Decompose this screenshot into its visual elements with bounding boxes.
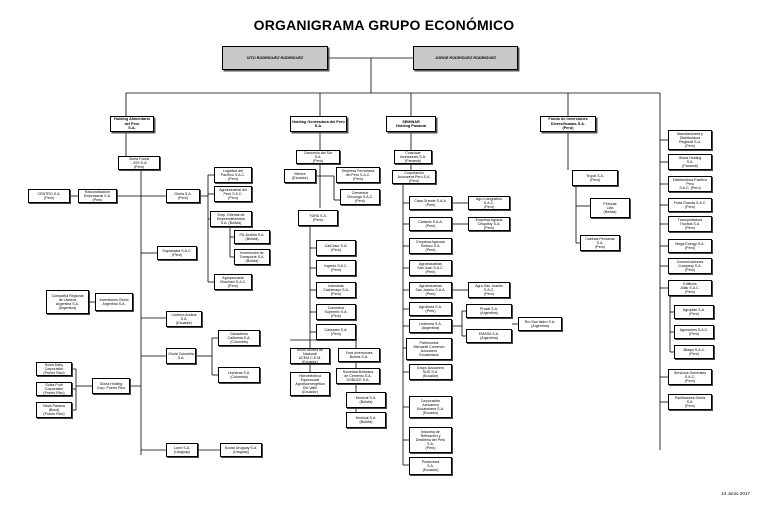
node-gloria-holding-pan: Gloria Holding S.A. (Panamá) xyxy=(668,154,712,170)
node-inv-gloria-arg: Inversiones Gloria Argentina S.A. xyxy=(95,293,133,311)
node-casa-grande: Casa Grande S.A.A. (Perú) xyxy=(409,196,452,210)
node-suprasalva: Suprasalva S.A.C. (Perú) xyxy=(157,246,197,260)
node-emp-oriental: Emp. Oriental de Emprendimientos S.A. (B… xyxy=(210,211,252,227)
node-pinturas: Pinturas Lida (Bolivia) xyxy=(590,198,630,218)
node-minera: Minera (Ecuador) xyxy=(284,169,316,183)
node-emp-agricola: Empresa Agrícola Sintuco S.A. (Perú) xyxy=(409,238,452,254)
node-empresa-agraria-chi: Empresa Agraria Chiquitoy S.A. (Perú) xyxy=(468,217,510,231)
node-corp-azucarera: Corporación Azucarera Perú S.A. (Perú) xyxy=(392,170,436,184)
node-neva-pastora: Neva Pastora (Boca) (Puerto Rico) xyxy=(36,402,72,418)
node-productora: Productora S.A. (Ecuador) xyxy=(409,457,452,475)
date-label: 14 Junio 2017 xyxy=(721,491,750,496)
node-grupo-azucarero: Grupo Azucarero SUD S.A. (Ecuador) xyxy=(409,364,452,380)
node-panificadora: Panificadora Gloria S.A. (Perú) xyxy=(668,394,712,410)
node-ganaderos: Ganaderos California S.A. (Colombia) xyxy=(218,330,260,346)
node-manufacturera: Manufacturera y Distribuidora Regional S… xyxy=(668,130,712,150)
node-transportadora: Transportadora Trocitos S.A. (Perú) xyxy=(668,216,712,232)
node-mega-energy: Mega Energy S.A. (Perú) xyxy=(668,239,712,253)
node-prosal: Prosal S.A. (Argentina) xyxy=(466,304,512,318)
node-consorcio-sur: Consorcio del Sur S.A. (Perú) xyxy=(296,150,340,164)
node-agropecuaria: Agropecuaria Chachani S.A.C. (Perú) xyxy=(214,274,252,290)
holding-panama: SEMINAR Holding Panamá xyxy=(386,116,436,132)
node-comunicaciones: Comunicaciones Company S.A. (Perú) xyxy=(668,258,712,274)
node-ledesma: Ledesma S.A. (Argentina) xyxy=(409,319,452,333)
owner-vito: VITO RODRÍGUEZ RODRÍGUEZ xyxy=(222,46,328,70)
node-transporte: Inversiones de Transporte S.A. (Bolivia) xyxy=(234,249,270,265)
node-racionalizacion: Racionalización Empresarial S.A. (Perú) xyxy=(78,189,117,203)
node-agrolima: Agro-San Juanito S.A.C. (Perú) xyxy=(468,282,510,298)
node-agro-aurora: Agroindustrias San Jacinto S.A.A. (Perú) xyxy=(409,282,452,298)
node-industrias-cachimayo: Industrias Cachimayo S.A. (Perú) xyxy=(316,282,356,298)
node-agroplan: Agroplán S.A. (Perú) xyxy=(674,305,714,319)
node-coazucar: Coazúcar Inversiones S.A. (Panamá) xyxy=(394,150,432,164)
node-patrimonios: Patrimonios Mercantil Comercio Azucarero… xyxy=(406,338,452,360)
node-cementos-chi: Cementos Chicongo S.A.C. (Perú) xyxy=(340,189,380,205)
node-hidroelectrica: Hidroeléctrica Equinoccial Agrobioenergé… xyxy=(290,372,330,396)
node-trupal: Trupal S.A. (Perú) xyxy=(572,170,618,186)
node-agroindustrias-sj: Agroindustrias San Juan S.A.C. (Perú) xyxy=(409,260,452,276)
node-agroindustrial: Agroindustrial del Perú S.A.C. (Perú) xyxy=(214,186,252,202)
node-rio-san-isidro: Río San Isidro S.A. (Argentina) xyxy=(518,317,562,331)
node-kemical-1: Kemical S.A. (Bolivia) xyxy=(346,392,386,408)
node-corp-azucarera-ec: Corporación Azucarera Ecuatoriana S.A. (… xyxy=(409,396,452,418)
node-gloria: Gloria S.A. (Perú) xyxy=(166,189,200,203)
node-distribuidora-pacifico: Distribuidora Pacífico Peru S.A.C. (Perú… xyxy=(668,176,712,192)
node-agrolinea: Agrolínea S.A. (Perú) xyxy=(409,302,452,316)
node-agroseries: Agroseries S.A.C. (Perú) xyxy=(674,325,714,339)
node-cabinas: Cabinas Peruanas S.A. (Perú) xyxy=(580,235,620,251)
node-gloria-colombia: Gloria Colombia S.A. xyxy=(166,348,196,364)
node-union-andina: Unión Andina de Nacional UCEM C.E.M. (Ec… xyxy=(290,348,330,364)
node-gloria-holding: Gloria Holding Corp. Puerto Rico xyxy=(92,378,130,394)
node-empresa-ferroviaria: Empresa Ferroviaria del Perú S.A.C. (Per… xyxy=(336,167,380,183)
node-ind-refinacion: Industria de Refinación y Destilería del… xyxy=(409,427,452,453)
node-cartavio: Cartavio S.A.A. (Perú) xyxy=(409,217,452,231)
node-concretos: Concretos Supermix S.A. (Perú) xyxy=(316,304,356,320)
node-fruta-granda: Fruta Granda S.A.C. (Perú) xyxy=(668,198,712,212)
holding-alimentaria: Holding Alimentario del Perú S.A. xyxy=(110,116,154,132)
node-calcesur: CalCesur S.A. (Perú) xyxy=(316,240,356,256)
node-edificios: Edificios Jillák S.A.C. (Perú) xyxy=(668,280,712,296)
owner-jorge: JORGE RODRÍGUEZ RODRÍGUEZ xyxy=(413,46,518,70)
node-kemical-2: Kemical S.A. (Bolivia) xyxy=(346,412,386,428)
page-title: ORGANIGRAMA GRUPO ECONÓMICO xyxy=(253,17,515,33)
node-centro: CENTRO S.A. (Perú) xyxy=(28,189,70,203)
node-suiza-dairy: Suiza Dairy Corporation (Puerto Rico) xyxy=(36,362,72,376)
node-soc-boliviana: Sociedad Boliviana de Cemento S.A. SOBOC… xyxy=(336,368,380,384)
node-agro-lang: Agro Langostino S.A.C. (Perú) xyxy=(468,196,510,210)
node-cia-regional: Compañía Regional de Lácteos Argentina S… xyxy=(46,290,89,314)
node-cassarex: Cassarex S.A. (Perú) xyxy=(316,324,356,340)
node-pil-andina: PIL Andina S.A. (Bolivia) xyxy=(234,230,270,244)
node-suiza-fruit: Suiza Fruit Corporation (Puerto Rico) xyxy=(36,382,72,396)
node-yura: YURA S.A. (Perú) xyxy=(298,210,338,226)
holding-generadora: Holding Generadora del Perú S.A. xyxy=(290,116,347,132)
holding-fondo: Fondo de Inversiones Diversificadas S.A.… xyxy=(540,116,596,132)
node-servicios-gen: Servicios Generales S.A.C. (Perú) xyxy=(668,369,712,385)
node-lecheras-col: Lecheras S.A. (Colombia) xyxy=(218,367,260,383)
node-emasa: EMASA S.A. (Argentina) xyxy=(466,329,512,343)
node-lurin: Lurín S.A. (Uruguay) xyxy=(166,443,198,457)
node-jillaqui: Jillaqui S.A.C. (Perú) xyxy=(674,345,714,359)
node-lecheria-andina: Lechera Andina S.A. (Ecuador) xyxy=(166,311,202,327)
node-ecolat: Ecolat Uruguay S.A. (Uruguay) xyxy=(220,443,262,457)
node-yura-inv: Yura Inversiones Bolivia S.A. xyxy=(338,348,380,362)
node-gloria-foods: Gloria Foods - JOS S.A. (Perú) xyxy=(118,156,160,170)
node-logistica: Logística del Pacífico S.A.C. (Perú) xyxy=(214,167,252,183)
node-ingenio: Ingenio S.A.C. (Perú) xyxy=(316,260,356,276)
